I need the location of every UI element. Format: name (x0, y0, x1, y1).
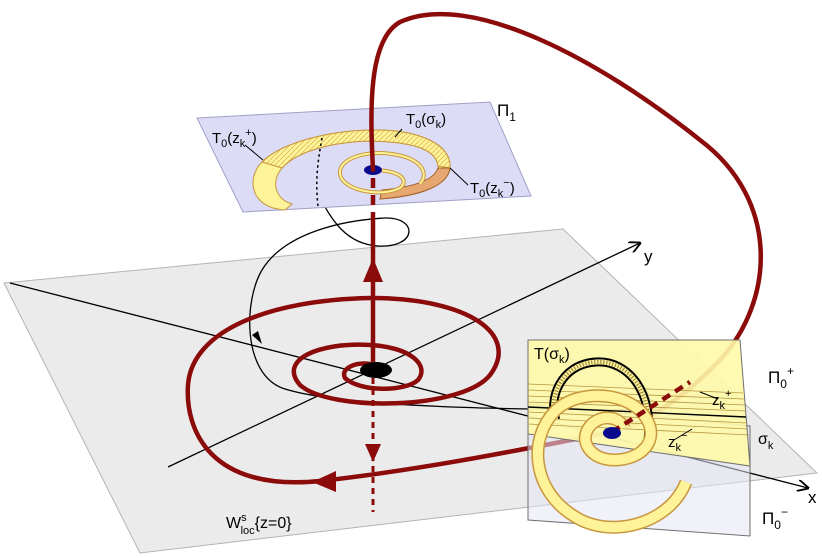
label-axis-y: y (644, 247, 653, 266)
label-t0-sigma-k: T0(σk) (406, 111, 446, 131)
label-sigma-k: σk (758, 431, 774, 452)
incoming-trajectory-dashed (610, 380, 692, 434)
dotted-path-top (316, 137, 323, 207)
label-pi-1: Π1 (497, 101, 516, 124)
label-pi-0-plus: Π0+ (768, 364, 794, 391)
up-arrow (363, 258, 383, 282)
label-t0-zk-plus: T0(zk+) (212, 127, 257, 150)
label-t0-zk-minus: T0(zk−) (470, 177, 515, 200)
leader-t0-zk-plus (244, 144, 264, 161)
label-axis-x: x (808, 488, 817, 507)
zk-minus-band (527, 411, 750, 436)
spiral-arrow (312, 471, 336, 492)
label-zk-plus: zk+ (712, 388, 731, 412)
leader-t0-zk-minus (449, 167, 469, 186)
leader-t0-sigma (394, 128, 403, 138)
leader-zk-minus (673, 428, 693, 441)
down-arrow (365, 444, 381, 462)
label-pi-0-minus: Π0− (762, 505, 788, 532)
spiral-trajectory (185, 295, 615, 485)
label-t-sigma-k: T(σk) (534, 346, 570, 366)
y-axis (167, 243, 640, 468)
thin-orbit-arrow (252, 331, 262, 344)
leader-zk-plus (699, 391, 719, 400)
equilibrium-point (360, 362, 392, 378)
label-zk-minus: zk− (668, 430, 687, 454)
plane-pi-1 (196, 101, 532, 213)
point-on-pi-0 (603, 427, 621, 439)
